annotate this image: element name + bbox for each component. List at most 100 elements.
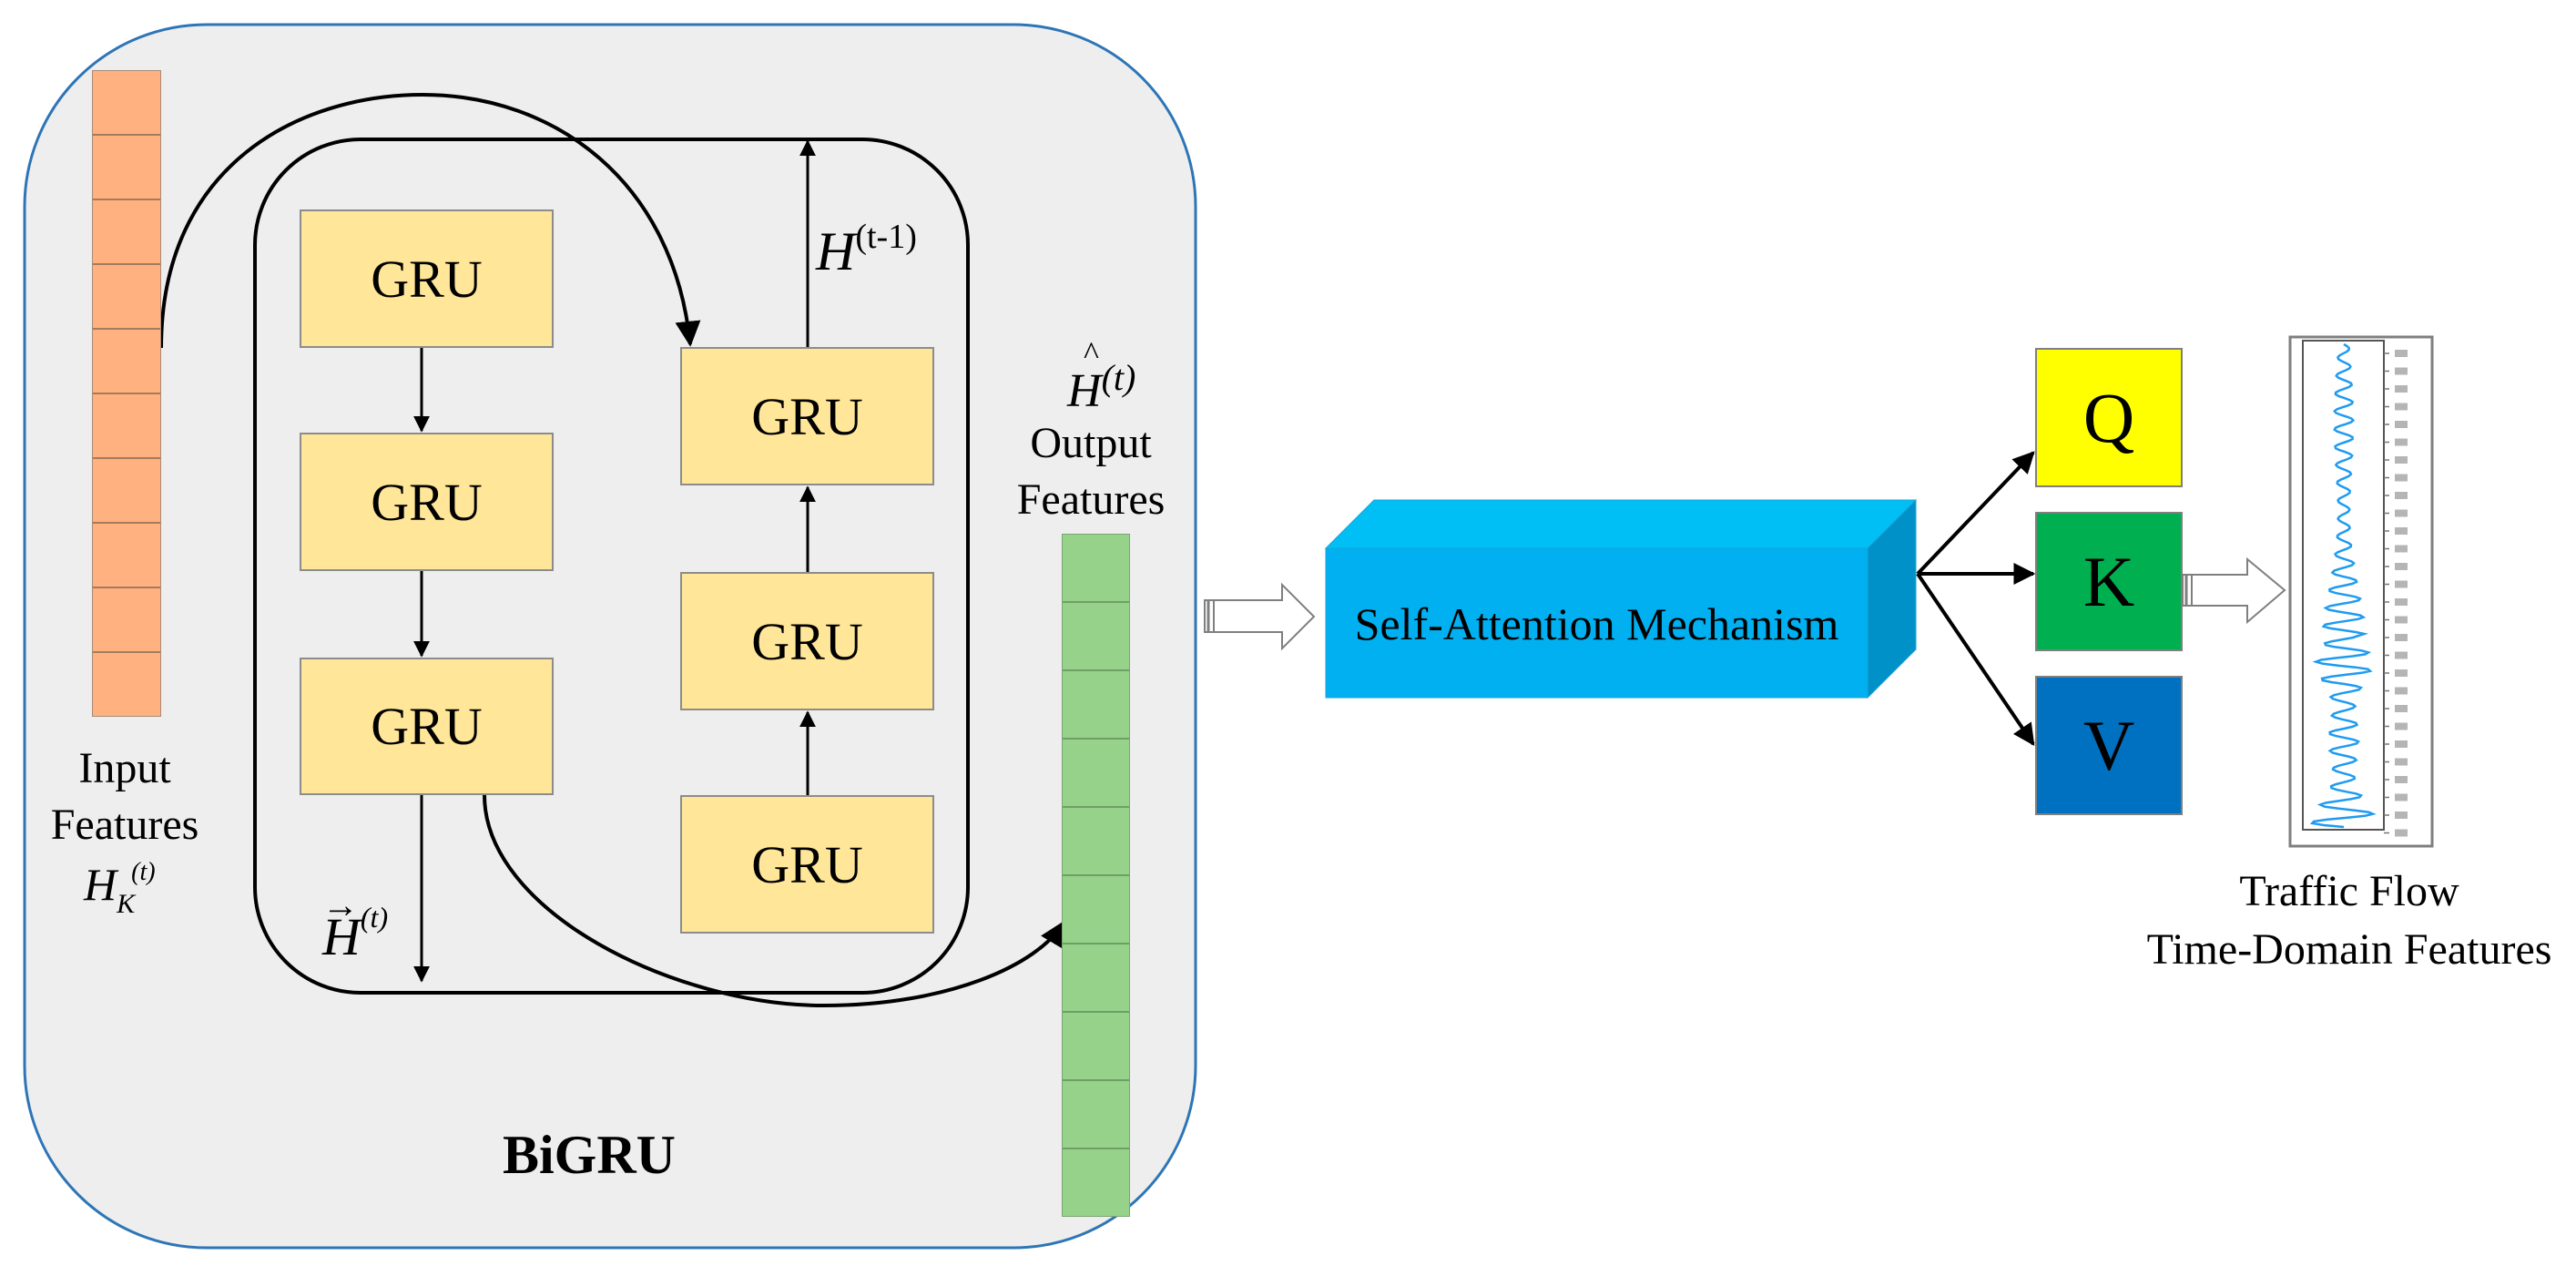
thumbnail-tick-label [2395, 669, 2408, 677]
feature-cell [1063, 806, 1129, 874]
thumbnail-tick-label [2395, 403, 2408, 411]
thumbnail-tick-label [2395, 812, 2408, 819]
thumbnail-tick-label [2395, 492, 2408, 499]
previous-superscript: (t-1) [855, 218, 917, 256]
thumbnail-tick-label [2395, 421, 2408, 428]
thumbnail-tick-label [2395, 651, 2408, 659]
output-hat: ^ [1084, 335, 1099, 372]
hollow-arrow-to-attention [1204, 582, 1316, 651]
input-symbol: H [84, 859, 117, 910]
backward-gru-2: GRU [680, 572, 934, 710]
feature-cell [93, 522, 160, 587]
output-superscript: (t) [1101, 357, 1136, 398]
thumbnail-tick-label [2395, 545, 2408, 553]
feature-cell [93, 587, 160, 651]
thumbnail-tick-label [2395, 793, 2408, 801]
thumbnail-tick-label [2395, 829, 2408, 837]
key-label: K [2082, 541, 2135, 621]
feature-cell [93, 71, 160, 134]
feature-cell [1063, 738, 1129, 806]
feature-cell [1063, 535, 1129, 601]
feature-cell [1063, 1011, 1129, 1079]
input-label-line2: Features [50, 801, 199, 849]
gru-label: GRU [751, 834, 863, 894]
thumbnail-tick-label [2395, 616, 2408, 624]
forward-superscript: (t) [360, 901, 389, 934]
output-features-vector [1062, 534, 1130, 1217]
gru-label: GRU [371, 249, 483, 309]
feature-cell [93, 199, 160, 263]
forward-gru-2: GRU [300, 433, 554, 571]
bigru-panel [23, 23, 1197, 1250]
bigru-title: BiGRU [502, 1125, 677, 1185]
caption-line2: Time-Domain Features [2146, 925, 2552, 974]
input-superscript: (t) [131, 858, 156, 886]
feature-cell [1063, 601, 1129, 669]
feature-cell [93, 651, 160, 716]
gru-label: GRU [751, 611, 863, 671]
input-subscript: K [117, 889, 136, 919]
thumbnail-tick-label [2395, 527, 2408, 535]
forward-symbol: H [322, 907, 361, 966]
thumbnail-tick-label [2395, 758, 2408, 766]
output-features-label: Output Features [1000, 422, 1182, 522]
feature-cell [93, 328, 160, 393]
thumbnail-tick-label [2395, 776, 2408, 783]
feature-cell [1063, 874, 1129, 943]
output-label-line2: Features [1016, 475, 1166, 524]
thumbnail-tick-label [2395, 456, 2408, 464]
gru-label: GRU [371, 697, 483, 756]
forward-gru-1: GRU [300, 209, 554, 348]
output-label-line1: Output [1030, 419, 1152, 467]
query-label: Q [2082, 377, 2135, 457]
feature-cell [93, 263, 160, 328]
self-attention-label: Self-Attention Mechanism [1354, 598, 1839, 649]
feature-cell [93, 457, 160, 522]
value-box: V [2035, 676, 2183, 815]
caption-line1: Traffic Flow [2239, 867, 2459, 915]
value-label: V [2082, 705, 2135, 785]
input-to-backward-gru-arrow [159, 92, 701, 349]
input-features-label: Input Features [34, 747, 216, 847]
gru-label: GRU [751, 386, 863, 446]
thumbnail-tick-label [2395, 563, 2408, 570]
thumbnail-tick-label [2395, 367, 2408, 375]
thumbnail-tick-label [2395, 509, 2408, 517]
input-features-vector [92, 70, 161, 717]
backward-gru-3: GRU [680, 795, 934, 934]
thumbnail-tick-label [2395, 722, 2408, 730]
feature-cell [1063, 943, 1129, 1011]
forward-arrow-accent: → [322, 884, 359, 925]
feature-cell [1063, 1079, 1129, 1148]
previous-state-label: H(t-1) [816, 219, 917, 281]
forward-state-label: → H (t) [322, 887, 388, 964]
gru-label: GRU [371, 472, 483, 532]
key-box: K [2035, 512, 2183, 651]
query-box: Q [2035, 348, 2183, 487]
thumbnail-tick-label [2395, 580, 2408, 588]
attention-to-v-arrow [1916, 572, 2035, 746]
backward-gru-1: GRU [680, 347, 934, 485]
recurrent-loop-frame [253, 138, 970, 995]
input-label-line1: Input [78, 744, 171, 792]
forward-gru-3: GRU [300, 658, 554, 795]
traffic-flow-thumbnail [2288, 335, 2434, 848]
attention-to-q-arrow [1916, 451, 2035, 576]
previous-symbol: H [816, 221, 856, 281]
hollow-arrow-to-traffic-chart [2182, 556, 2286, 625]
traffic-flow-caption: Traffic Flow Time-Domain Features [2122, 870, 2576, 972]
self-attention-block [1324, 498, 1918, 699]
thumbnail-tick-label [2395, 598, 2408, 606]
thumbnail-series-line [2309, 342, 2377, 829]
feature-cell [93, 134, 160, 199]
input-features-symbol: HK (t) [84, 859, 159, 918]
thumbnail-tick-label [2395, 705, 2408, 712]
thumbnail-tick-label [2395, 687, 2408, 695]
feature-cell [1063, 1148, 1129, 1216]
output-symbol: H [1067, 365, 1102, 417]
thumbnail-axis-ticks [2384, 350, 2408, 837]
thumbnail-tick-label [2395, 740, 2408, 748]
feature-cell [93, 393, 160, 457]
